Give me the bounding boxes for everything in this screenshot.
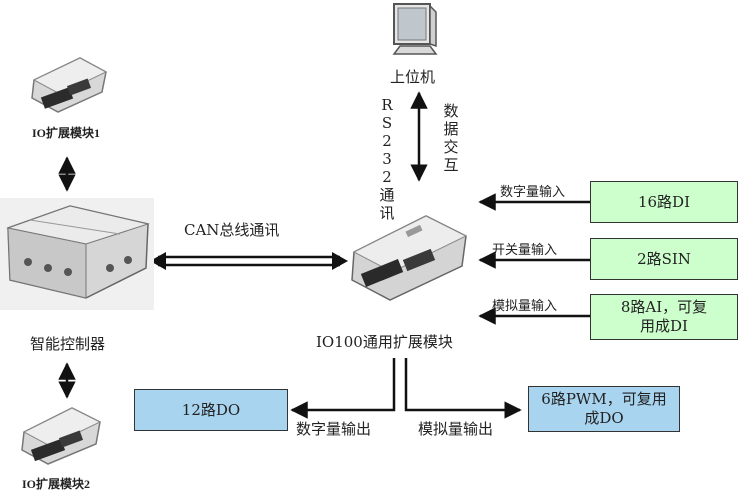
smart-controller-device (0, 198, 154, 310)
output-arrow-pwm (404, 358, 522, 419)
can-bus-label: CAN总线通讯 (184, 221, 280, 239)
monitor-icon (390, 2, 440, 60)
output-box-pwm: 6路PWM，可复用成DO (528, 386, 680, 432)
can-bus-link (150, 252, 348, 270)
io-module-2-device (18, 402, 102, 468)
rs232-label: RS232通讯 (379, 96, 395, 222)
io-module-2-label: IO扩展模块2 (22, 477, 91, 491)
output-box-do: 12路DO (134, 389, 288, 431)
io-module-1-device (28, 52, 108, 116)
output-label-do: 数字量输出 (296, 420, 372, 438)
output-arrow-do (290, 358, 396, 419)
input-box-di: 16路DI (590, 181, 738, 223)
io100-module-device (346, 210, 470, 302)
input-box-sin: 2路SIN (590, 238, 738, 280)
output-label-pwm: 模拟量输出 (418, 420, 494, 438)
input-label-di: 数字量输入 (500, 185, 566, 200)
data-exchange-label: 数据交互 (443, 102, 459, 174)
input-label-sin: 开关量输入 (492, 243, 558, 258)
input-label-ai: 模拟量输入 (492, 299, 558, 314)
smart-controller-label: 智能控制器 (30, 335, 106, 353)
input-box-ai: 8路AI，可复用成DI (590, 294, 738, 340)
io-module-1-label: IO扩展模块1 (32, 126, 101, 140)
io100-module-label: IO100通用扩展模块 (316, 333, 453, 351)
host-computer-label: 上位机 (390, 68, 436, 86)
